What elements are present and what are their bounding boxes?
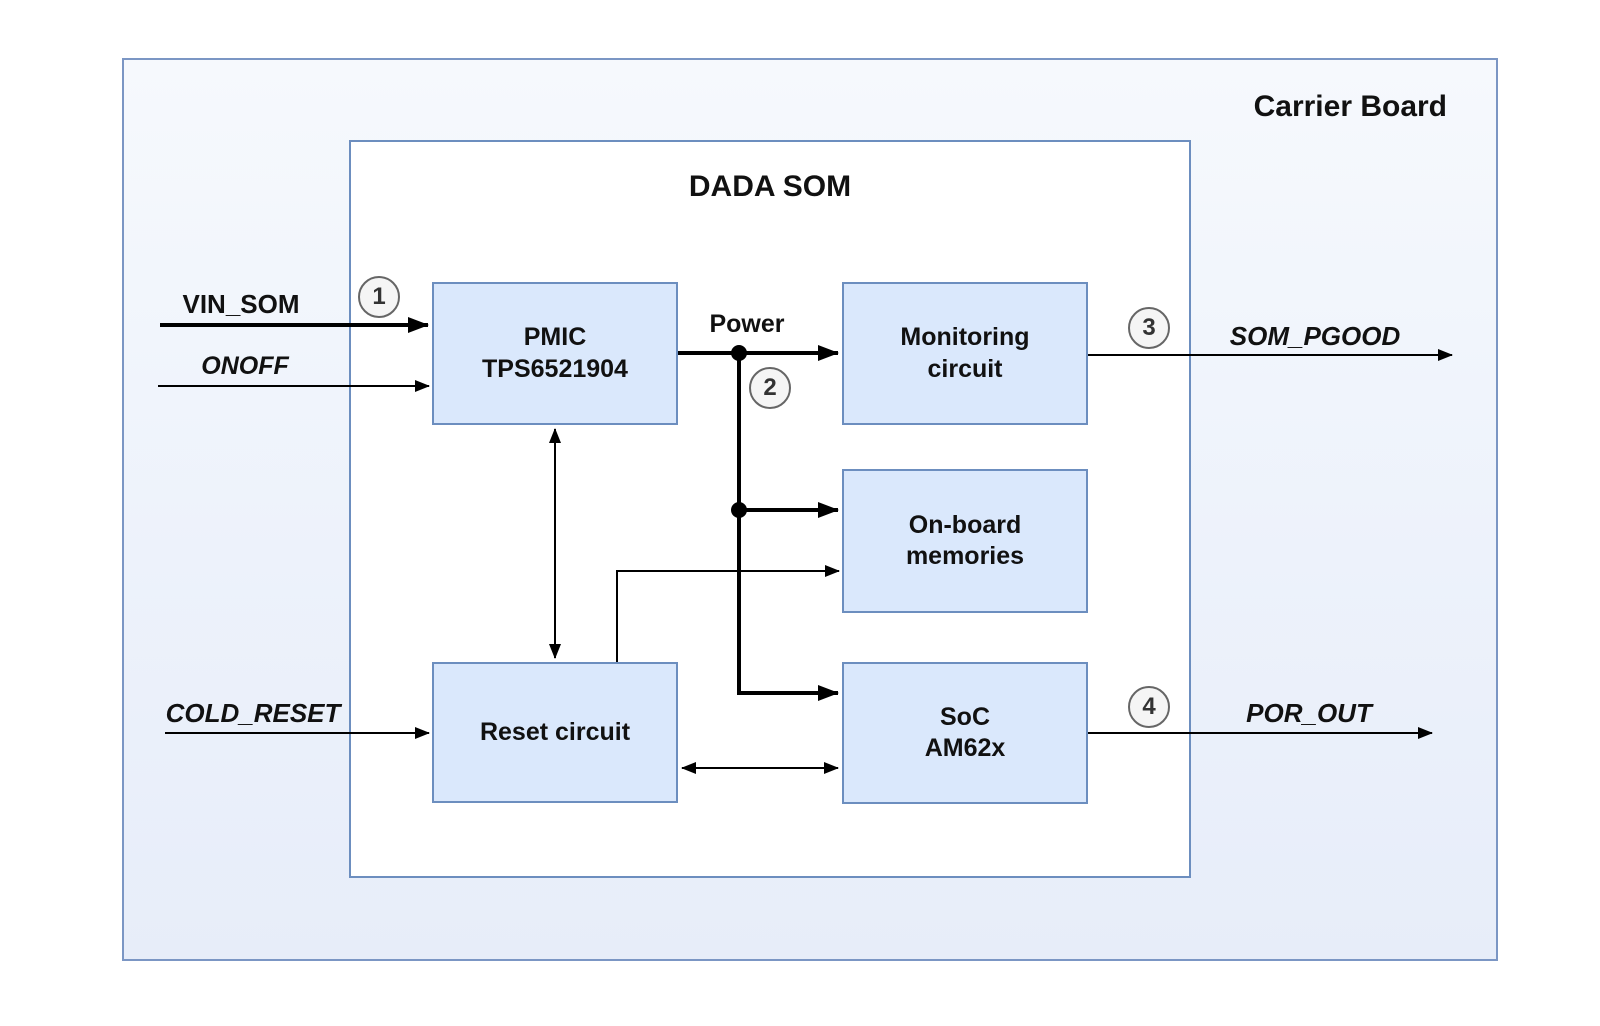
- step-badge-4: 4: [1128, 686, 1170, 728]
- por-out-signal-label: POR_OUT: [1246, 698, 1372, 728]
- dada-som-title: DADA SOM: [688, 170, 852, 203]
- som-pgood-signal-label: SOM_PGOOD: [1229, 321, 1401, 351]
- cold-reset-signal-label: COLD_RESET: [165, 698, 341, 728]
- step-badge-1: 1: [358, 276, 400, 318]
- step-badge-2: 2: [749, 367, 791, 409]
- vin-som-signal-label: VIN_SOM: [182, 289, 300, 319]
- monitoring-label-line2: circuit: [927, 354, 1003, 383]
- monitoring-circuit-block: Monitoring circuit: [842, 282, 1088, 425]
- soc-label-line2: AM62x: [924, 734, 1006, 762]
- memories-label-line2: memories: [905, 542, 1025, 570]
- power-signal-label: Power: [709, 310, 785, 338]
- reset-circuit-block: Reset circuit: [432, 662, 678, 803]
- carrier-board-title: Carrier Board: [1253, 90, 1447, 123]
- monitoring-label-line1: Monitoring: [900, 323, 1030, 352]
- reset-label: Reset circuit: [479, 717, 631, 746]
- pmic-label-line1: PMIC: [523, 323, 587, 352]
- onboard-memories-block: On-board memories: [842, 469, 1088, 613]
- soc-label-line1: SoC: [940, 702, 990, 731]
- onoff-signal-label: ONOFF: [201, 352, 289, 380]
- step-badge-3: 3: [1128, 307, 1170, 349]
- soc-block: SoC AM62x: [842, 662, 1088, 804]
- pmic-label-line2: TPS6521904: [482, 354, 628, 383]
- memories-label-line1: On-board: [908, 510, 1022, 539]
- pmic-block: PMIC TPS6521904: [432, 282, 678, 425]
